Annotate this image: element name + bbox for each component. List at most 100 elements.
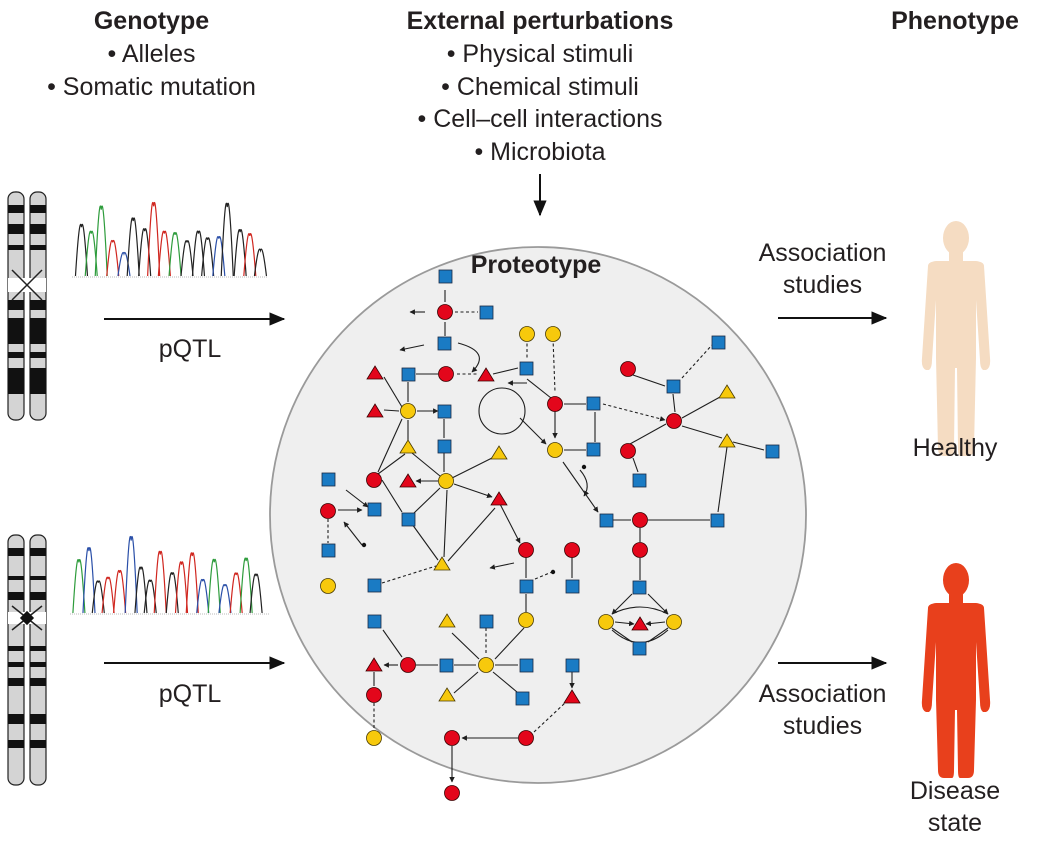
chromatogram-peak	[157, 230, 171, 277]
chromatogram-peak	[91, 580, 105, 614]
chromatogram-peak	[165, 572, 179, 614]
protein-node	[519, 658, 534, 673]
genotype-item: • Somatic mutation	[47, 73, 256, 101]
protein-node	[439, 658, 454, 673]
perturbation-item: • Microbiota	[474, 138, 606, 166]
protein-node	[711, 335, 726, 350]
chromatogram-peak	[94, 205, 108, 277]
chromatogram-peak	[113, 570, 127, 614]
protein-node	[437, 304, 453, 320]
protein-node	[478, 657, 494, 673]
chromatogram-icon	[72, 535, 263, 614]
protein-node	[519, 579, 534, 594]
protein-node	[365, 657, 383, 672]
protein-node	[519, 361, 534, 376]
chromatogram-peak	[82, 547, 96, 614]
protein-node	[399, 473, 417, 488]
chromatogram-peak	[84, 230, 98, 277]
association-top-label: studies	[782, 271, 863, 299]
small-molecule-dot	[361, 542, 367, 548]
chromatogram-peak	[191, 230, 206, 277]
genotype-item: • Alleles	[107, 40, 196, 68]
protein-node	[632, 473, 647, 488]
protein-node	[666, 379, 681, 394]
protein-node	[479, 305, 494, 320]
protein-node	[490, 491, 508, 506]
protein-node	[438, 269, 453, 284]
protein-node	[545, 326, 561, 342]
protein-node	[367, 502, 382, 517]
network-nodes	[320, 269, 780, 801]
small-molecule-dot	[550, 569, 556, 575]
protein-node	[547, 396, 563, 412]
protein-node	[438, 473, 454, 489]
protein-node	[632, 641, 647, 656]
chromatogram-peak	[218, 584, 232, 614]
chromatogram-peak	[180, 240, 194, 277]
phenotype-title: Phenotype	[891, 7, 1019, 35]
chromatogram-peak	[185, 552, 199, 614]
disease-label: state	[927, 809, 983, 837]
protein-node	[586, 442, 601, 457]
human-figure-icon	[921, 563, 991, 778]
protein-node	[490, 445, 508, 460]
protein-node	[565, 658, 580, 673]
protein-node	[437, 404, 452, 419]
protein-node	[666, 413, 682, 429]
chromatogram-peak	[147, 201, 161, 277]
protein-node	[437, 439, 452, 454]
pqtl-bottom-label: pQTL	[158, 680, 222, 708]
protein-node	[400, 403, 416, 419]
proteotype-title: Proteotype	[470, 251, 602, 279]
protein-node	[438, 687, 456, 702]
chromatogram-peak	[101, 576, 115, 614]
chromatogram-peak	[153, 550, 167, 614]
protein-node	[586, 396, 601, 411]
chromatogram-peak	[243, 233, 257, 277]
protein-node	[366, 403, 384, 418]
chromatogram-peak	[201, 237, 215, 277]
protein-node	[438, 613, 456, 628]
chromatogram-peak	[174, 561, 189, 614]
protein-node	[547, 442, 563, 458]
chromatogram-peak	[72, 559, 86, 614]
chromosome-icon	[7, 191, 47, 421]
protein-node	[399, 439, 417, 454]
perturbation-item: • Chemical stimuli	[441, 73, 639, 101]
chromatogram-peak	[143, 579, 157, 614]
protein-node	[518, 612, 534, 628]
small-molecule-dot	[581, 464, 587, 470]
protein-node	[519, 326, 535, 342]
protein-node	[518, 730, 534, 746]
healthy-label: Healthy	[912, 434, 998, 462]
protein-node	[366, 365, 384, 380]
chromatogram-peak	[196, 579, 210, 614]
protein-node	[599, 513, 614, 528]
protein-node	[321, 472, 336, 487]
protein-node	[718, 384, 736, 399]
chromatogram-peak	[207, 558, 221, 614]
protein-node	[710, 513, 725, 528]
protein-node	[320, 503, 336, 519]
protein-node	[438, 366, 454, 382]
protein-node	[631, 616, 649, 631]
protein-node	[367, 614, 382, 629]
chromatogram-peak	[106, 240, 120, 277]
protein-node	[565, 579, 580, 594]
chromatogram-peak	[239, 557, 253, 614]
perturbation-item: • Physical stimuli	[446, 40, 634, 68]
protein-node	[632, 512, 648, 528]
protein-node	[320, 578, 336, 594]
protein-node	[401, 512, 416, 527]
protein-node	[598, 614, 614, 630]
protein-node	[765, 444, 780, 459]
association-bottom-label: Association	[758, 680, 887, 708]
protein-node	[479, 614, 494, 629]
protein-node	[433, 556, 451, 571]
protein-node	[620, 361, 636, 377]
protein-node	[666, 614, 682, 630]
chromatogram-peak	[253, 248, 268, 277]
network-edges	[327, 290, 765, 783]
perturbations-title: External perturbations	[406, 7, 674, 35]
